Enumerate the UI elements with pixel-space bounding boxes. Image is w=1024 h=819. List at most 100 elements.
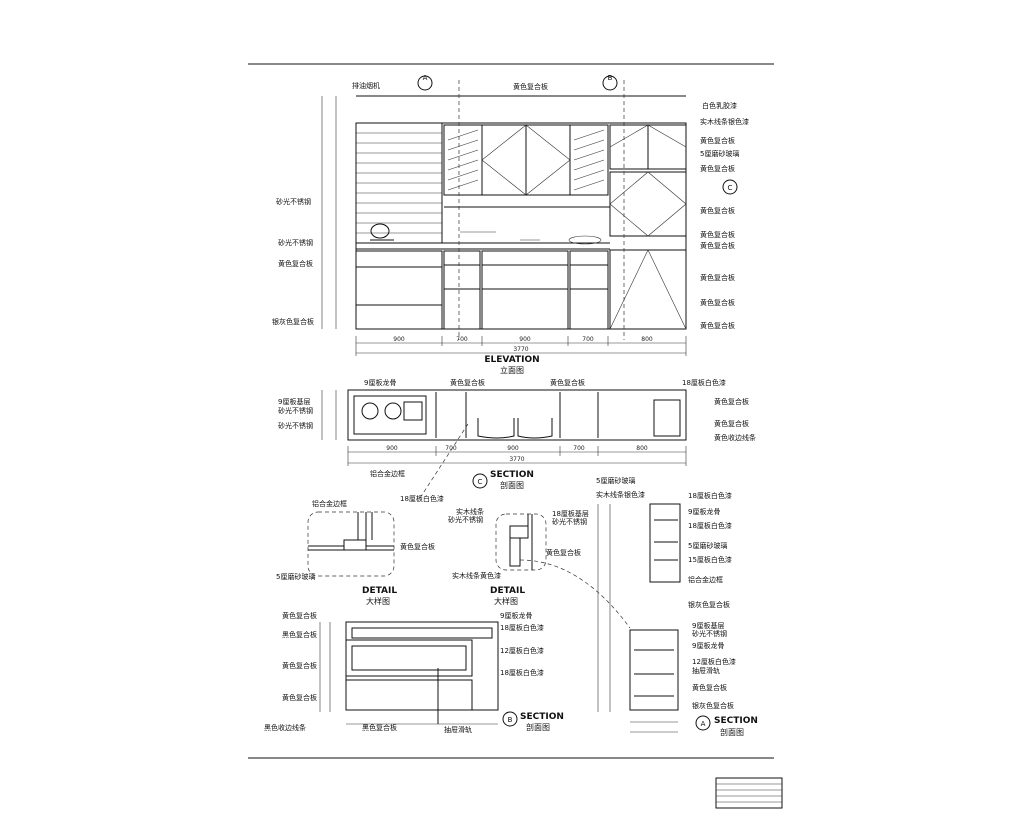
sheet-border [248, 63, 774, 759]
section-a-right-label: 黄色复合板 [692, 683, 727, 692]
section-a-right-label: 18厘板白色漆 [688, 521, 732, 530]
elevation-drawing [321, 75, 738, 356]
elev-marker-b: B [608, 74, 613, 82]
section-b-right-label: 18厘板白色漆 [500, 668, 544, 677]
section-a-drawing [597, 503, 711, 733]
elev-left-label: 砂光不锈钢 [278, 238, 313, 247]
section-c-label: 黄色收边线条 [714, 433, 756, 442]
section-a-marker: A [701, 720, 706, 728]
detail-2-label: 实木线条黄色漆 [452, 571, 501, 580]
section-c-label: 9厘板基层 [278, 397, 310, 406]
elev-right-label: 黄色复合板 [700, 273, 735, 282]
section-a-title: SECTION [714, 716, 758, 726]
tall-cabinet [609, 124, 687, 330]
detail-2-label: 18厘板基层 [552, 509, 589, 518]
section-c-label: 9厘板龙骨 [364, 378, 396, 387]
section-b-right-label: 9厘板龙骨 [500, 611, 532, 620]
section-c-label: 铝合金边框 [370, 469, 405, 478]
section-a-right-label: 12厘板白色漆 [692, 657, 736, 666]
section-c-dim: 700 [445, 445, 457, 452]
section-b-left-label: 黑色复合板 [282, 630, 317, 639]
section-b-left-label: 黑色收边线条 [264, 723, 306, 732]
section-b-right-label: 12厘板白色漆 [500, 646, 544, 655]
detail-2-label: 砂光不锈钢 [552, 517, 587, 526]
section-b-bottom-label: 黑色复合板 [362, 723, 397, 732]
elev-right-label: 白色乳胶漆 [702, 101, 737, 110]
elev-dim: 800 [641, 336, 653, 343]
section-a-subtitle: 剖面图 [720, 727, 744, 737]
elev-marker-c: C [728, 184, 733, 192]
elev-top-label: 黄色复合板 [513, 82, 548, 91]
kettle-icon [370, 223, 394, 241]
section-a-right-label: 15厘板白色漆 [688, 555, 732, 564]
section-a-right-label: 18厘板白色漆 [688, 491, 732, 500]
elev-right-label: 黄色复合板 [700, 241, 735, 250]
elev-right-label: 实木线条银色漆 [700, 117, 749, 126]
section-b-right-label: 18厘板白色漆 [500, 623, 544, 632]
section-b-left-label: 黄色复合板 [282, 661, 317, 670]
section-c-label: 黄色复合板 [550, 378, 585, 387]
section-b-subtitle: 剖面图 [526, 722, 550, 732]
section-b-bottom-label: 抽屉滑轨 [444, 725, 472, 734]
elev-right-label: 黄色复合板 [700, 230, 735, 239]
detail-1-label: 5厘磨砂玻璃 [276, 572, 315, 581]
section-a-right-label: 5厘磨砂玻璃 [688, 541, 727, 550]
elev-right-label: 黄色复合板 [700, 206, 735, 215]
section-b-marker: B [508, 716, 513, 724]
section-c-dim: 700 [573, 445, 585, 452]
section-b-title: SECTION [520, 712, 564, 722]
section-c-drawing [321, 389, 687, 629]
section-a-right-label: 砂光不锈钢 [692, 629, 727, 638]
detail-1-label: 铝合金边框 [312, 499, 347, 508]
detail-2-label: 实木线条 [456, 507, 484, 516]
detail-1-drawing [307, 511, 395, 577]
section-c-title: SECTION [490, 470, 534, 480]
section-a-right-label: 铝合金边框 [688, 575, 723, 584]
detail-1-label: 黄色复合板 [400, 542, 435, 551]
detail-1-subtitle: 大样图 [366, 596, 390, 606]
section-c-subtitle: 剖面图 [500, 480, 524, 490]
section-c-label: 5厘磨砂玻璃 [596, 476, 635, 485]
elevation-subtitle: 立面图 [500, 365, 524, 375]
elev-right-label: 黄色复合板 [700, 321, 735, 330]
elev-marker-a: A [423, 74, 428, 82]
detail-2-label: 黄色复合板 [546, 548, 581, 557]
detail-2-subtitle: 大样图 [494, 596, 518, 606]
section-b-drawing [319, 621, 518, 727]
section-c-dim: 900 [507, 445, 519, 452]
title-block [715, 777, 783, 809]
upper-cabinets [443, 124, 609, 196]
section-c-dim: 900 [386, 445, 398, 452]
elev-left-label: 黄色复合板 [278, 259, 313, 268]
section-c-dim: 800 [636, 445, 648, 452]
section-c-label: 砂光不锈钢 [278, 406, 313, 415]
section-a-right-label: 9厘板基层 [692, 621, 724, 630]
elev-left-label: 银灰色复合板 [272, 317, 314, 326]
elev-right-label: 黄色复合板 [700, 136, 735, 145]
detail-2-title: DETAIL [490, 586, 525, 596]
section-c-marker: C [478, 478, 483, 486]
section-a-left-label: 实木线条银色漆 [596, 490, 645, 499]
section-c-label: 黄色复合板 [714, 419, 749, 428]
section-c-label: 18厘板白色漆 [682, 378, 726, 387]
hood-panel [355, 122, 443, 244]
elev-right-label: 5厘磨砂玻璃 [700, 149, 739, 158]
section-a-right-label: 抽屉滑轨 [692, 666, 720, 675]
section-c-label: 黄色复合板 [450, 378, 485, 387]
elev-dim: 700 [456, 336, 468, 343]
elev-right-label: 黄色复合板 [700, 298, 735, 307]
elev-dim: 700 [582, 336, 594, 343]
elev-dim: 900 [393, 336, 405, 343]
elev-left-label: 砂光不锈钢 [276, 197, 311, 206]
section-a-right-label: 银灰色复合板 [692, 701, 734, 710]
elevation-dim-line [355, 336, 687, 356]
base-cabinets [355, 250, 609, 330]
detail-1-title: DETAIL [362, 586, 397, 596]
elev-dim-total: 3770 [513, 346, 528, 353]
detail-2-label: 砂光不锈钢 [448, 515, 483, 524]
elev-right-label: 黄色复合板 [700, 164, 735, 173]
section-a-right-label: 银灰色复合板 [688, 600, 730, 609]
elev-left-label: 排油烟机 [352, 81, 380, 90]
section-b-left-label: 黄色复合板 [282, 693, 317, 702]
